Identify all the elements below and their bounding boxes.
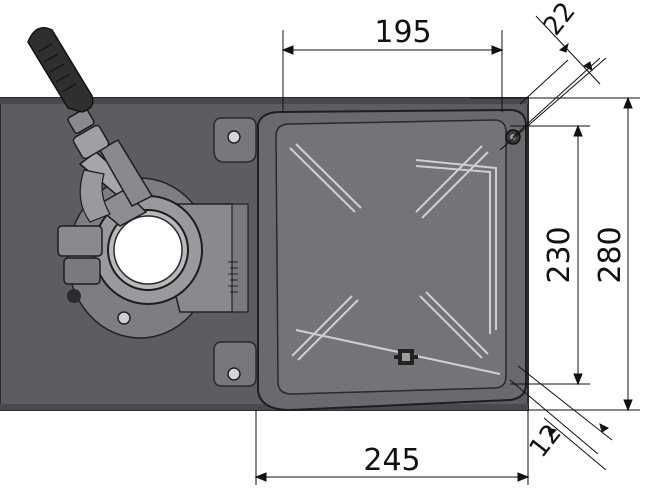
dim-label-slot-spacing: 230 <box>542 226 577 283</box>
dim-label-top-corner: 22 <box>538 0 582 41</box>
dim-label-bottom-width: 245 <box>363 443 420 478</box>
bolt-hole-icon <box>117 311 131 325</box>
bolt-hole-icon <box>227 367 241 381</box>
lever-handle-icon <box>27 27 94 113</box>
column-casting <box>57 108 249 339</box>
dimension-lines <box>254 15 640 485</box>
bolt-hole-icon <box>227 130 241 144</box>
dim-label-bottom-corner: 12 <box>524 419 568 464</box>
center-mark-icon <box>394 349 418 365</box>
dim-label-top-width: 195 <box>374 15 431 50</box>
mounting-lugs <box>213 117 257 387</box>
dim-label-overall-depth: 280 <box>593 226 628 283</box>
